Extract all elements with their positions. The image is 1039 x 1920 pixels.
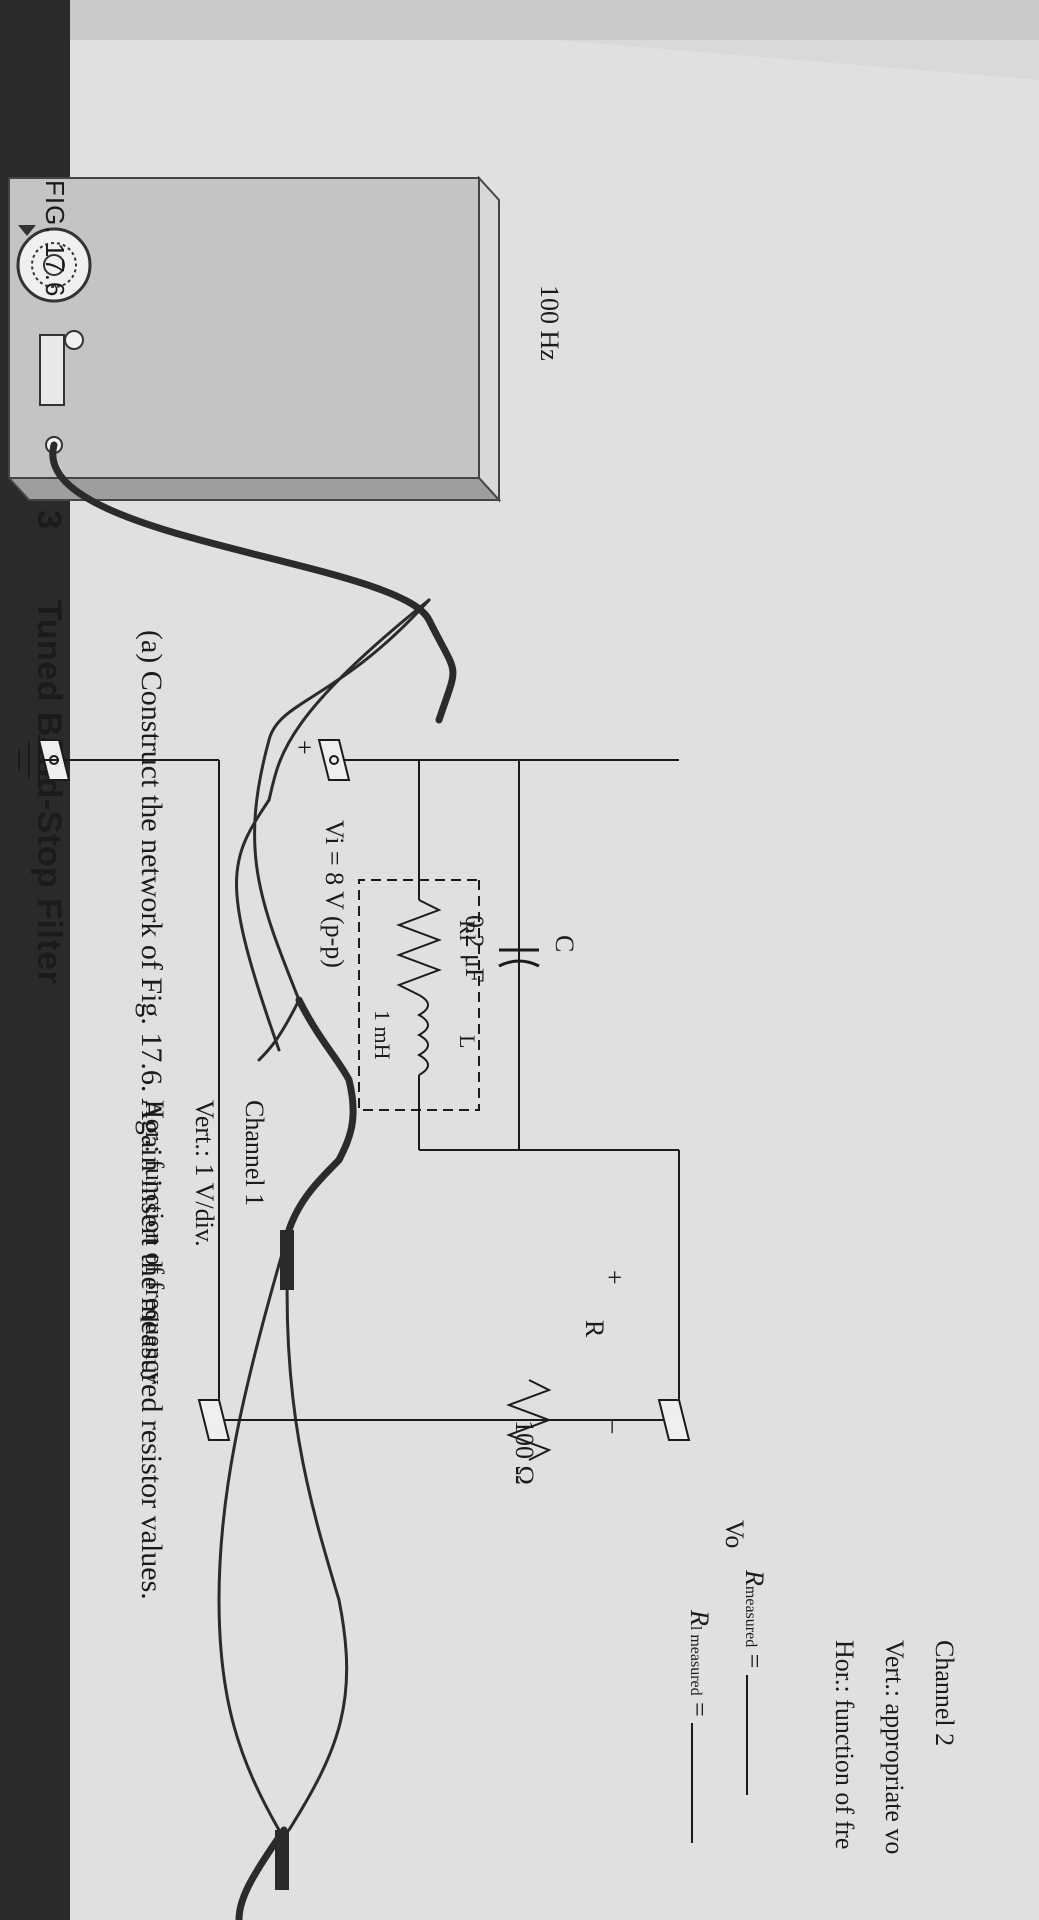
channel2-name: Channel 2 (930, 1640, 959, 1747)
channel1-vert: Vert.: 1 V/div. (190, 1100, 219, 1247)
ground-icon (18, 735, 59, 785)
load-resistor-symbol (506, 1379, 552, 1461)
vo-plus-label: + (600, 1270, 629, 1285)
figure-caption: FIG. 17.6 (40, 180, 70, 298)
function-generator (6, 175, 502, 503)
vo-minus-label: – (600, 1420, 629, 1433)
r-label: R (580, 1320, 609, 1338)
frequency-display (39, 334, 65, 406)
r-value: 100 Ω (510, 1420, 539, 1485)
channel1-name: Channel 1 (240, 1100, 269, 1207)
generator-dial-icon[interactable] (16, 225, 92, 303)
clip-vi-plus-icon[interactable] (317, 739, 351, 781)
capacitor-symbol (498, 948, 540, 968)
channel1-hor: Hor.: function of frequency (140, 1100, 169, 1385)
l-label: L (455, 1035, 480, 1049)
vo-label: Vo (720, 1520, 749, 1549)
vi-plus-label: + (290, 740, 319, 755)
c-label: C (550, 935, 579, 953)
channel2-vert: Vert.: appropriate vo (880, 1640, 909, 1855)
rl-resistor-symbol (396, 899, 442, 996)
c-value: 0.2 μF (460, 915, 489, 983)
channel2-hor: Hor.: function of fre (830, 1640, 859, 1850)
generator-frequency-label: 100 Hz (535, 285, 564, 361)
vi-minus-label: – (50, 740, 79, 753)
channel2-probe (275, 1830, 289, 1890)
l-value: 1 mH (370, 1010, 395, 1060)
generator-button[interactable] (64, 330, 84, 350)
vi-label: Vi = 8 V (p-p) (320, 820, 349, 968)
clip-vo-minus-icon[interactable] (197, 1399, 231, 1441)
test-leads (49, 441, 457, 1920)
inductor-symbol (416, 994, 429, 1076)
channel1-probe (280, 1230, 294, 1290)
clip-vo-plus-icon[interactable] (657, 1399, 691, 1441)
